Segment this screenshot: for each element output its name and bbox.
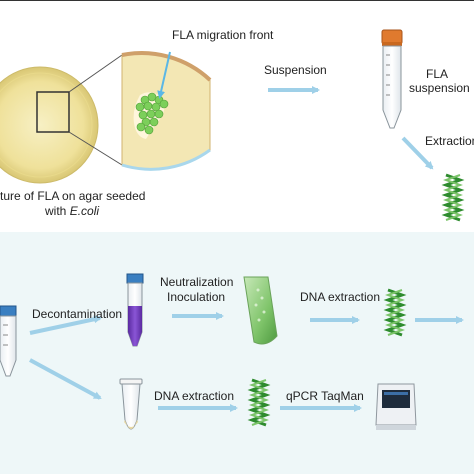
- arrow-extraction: [401, 136, 434, 170]
- agar-plate: [0, 54, 123, 184]
- eppendorf-tube: [119, 378, 143, 430]
- label-dna-extraction-2: DNA extraction: [154, 389, 235, 403]
- frame-top-line: [0, 0, 474, 1]
- label-suspension: Suspension: [264, 63, 327, 77]
- label-culture-line2: with E.coli: [45, 204, 99, 218]
- magnified-wedge: [121, 51, 212, 171]
- label-extraction: Extraction: [425, 134, 474, 148]
- sample-tube-left: [0, 305, 17, 377]
- label-decontamination: Decontamination: [32, 307, 123, 321]
- label-inoculation: Inoculation: [167, 290, 226, 304]
- label-dna-extraction-1: DNA extraction: [300, 290, 381, 304]
- label-fla-migration-front: FLA migration front: [172, 28, 274, 42]
- agar-slant-tube: [243, 276, 278, 345]
- falcon-tube: [381, 29, 403, 129]
- label-culture-line1: ture of FLA on agar seeded: [0, 189, 146, 203]
- arrow-to-eppendorf: [29, 358, 102, 400]
- label-fla-suspension-2: suspension: [409, 81, 470, 95]
- label-qpcr-taqman: qPCR TaqMan: [286, 389, 364, 403]
- migration-pointer: [157, 51, 171, 99]
- amoeba-cluster: [135, 92, 169, 135]
- arrow-decontamination: [29, 315, 102, 335]
- purple-tube: [126, 273, 144, 347]
- label-culture-prefix: with: [45, 204, 70, 218]
- label-neutralization: Neutralization: [160, 275, 234, 289]
- qpcr-machine: [375, 383, 417, 430]
- label-culture-ecoli: E.coli: [69, 204, 100, 218]
- zoom-box: [36, 91, 70, 133]
- label-fla-suspension-1: FLA: [425, 67, 448, 81]
- bottom-panel: [0, 232, 474, 474]
